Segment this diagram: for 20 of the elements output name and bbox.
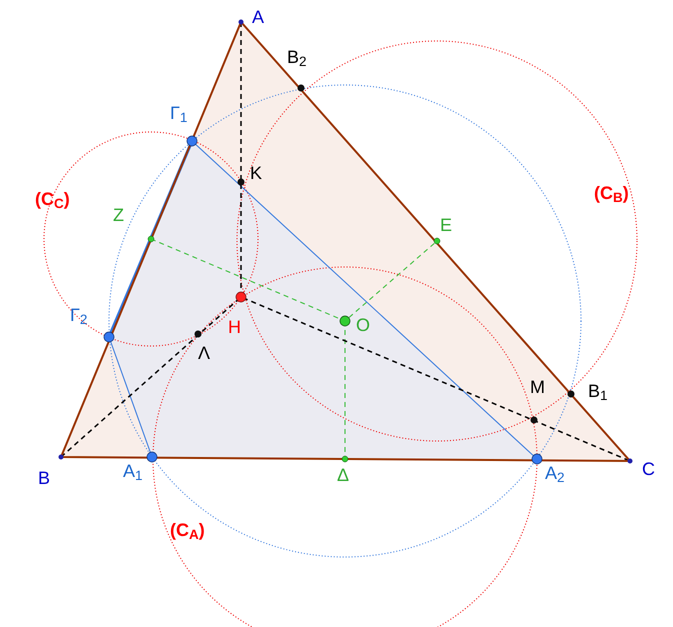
point-label: Γ$_{2}$	[70, 306, 88, 324]
point-label: K	[250, 164, 262, 182]
point-label: E	[440, 216, 452, 234]
point-label: Γ$_{1}$	[170, 104, 188, 122]
point-label: B$_{1}$	[588, 382, 608, 400]
point-label: A$_{1}$	[123, 462, 143, 480]
point-label: Δ	[337, 466, 350, 484]
point-label: O	[356, 316, 370, 334]
point-label: B$_{2}$	[287, 48, 307, 66]
point-label: Z	[113, 206, 124, 224]
point-label: Λ	[198, 344, 210, 362]
point-label: H	[228, 318, 241, 336]
point-label: (C$_{C}$)	[35, 190, 70, 208]
point-label: M	[530, 378, 545, 396]
point-label: A	[252, 8, 264, 26]
point-label: (C$_{A}$)	[170, 521, 205, 539]
point-label: C	[642, 460, 655, 478]
point-label: A$_{2}$	[545, 464, 565, 482]
point-label: (C$_{B}$)	[594, 184, 629, 202]
point-label: B	[38, 469, 50, 487]
